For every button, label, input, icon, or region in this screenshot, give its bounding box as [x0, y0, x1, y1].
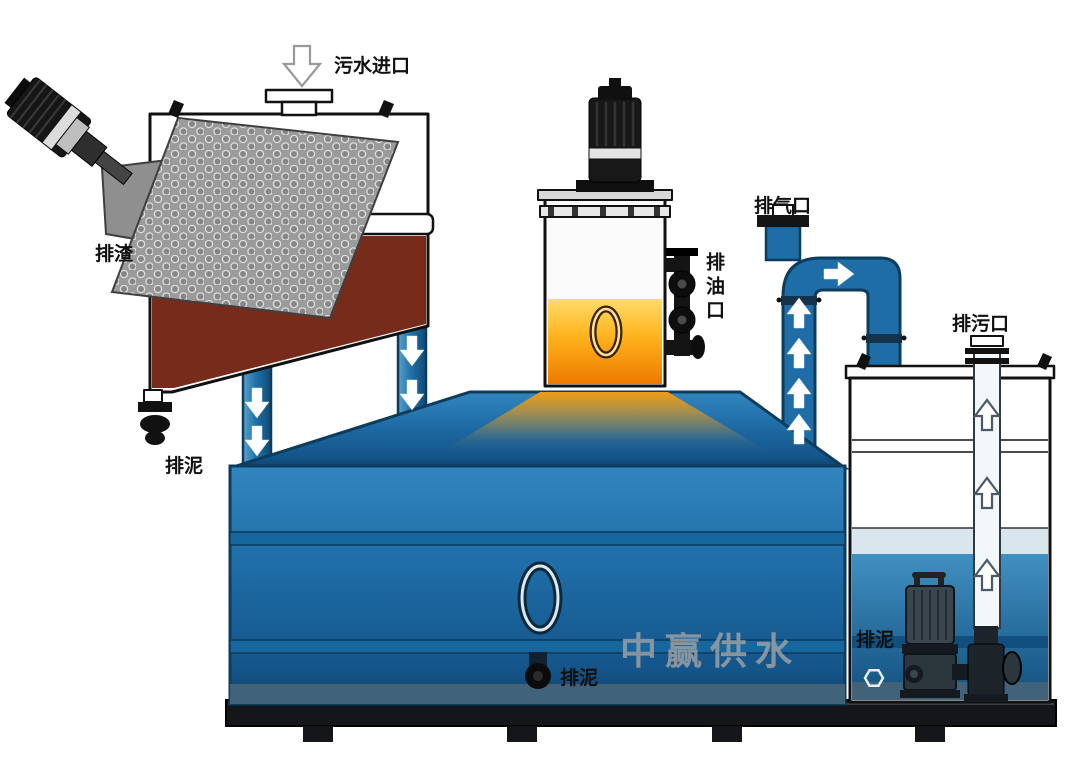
- vent-cap-flange: [757, 215, 809, 227]
- support-foot: [915, 726, 945, 742]
- check-valve-base: [964, 694, 1008, 702]
- inlet-flow-arrow: [281, 44, 323, 88]
- bottom-drain-stub: [529, 652, 547, 666]
- clean-tank-rim: [844, 364, 1056, 380]
- oil-nozzle-flange: [691, 335, 705, 359]
- motor-base: [576, 180, 654, 192]
- vent-stub: [764, 224, 802, 262]
- lifting-lug: [1037, 353, 1052, 370]
- lifting-lug: [856, 353, 871, 370]
- oil-layer: [548, 299, 662, 384]
- submersible-pump: [900, 572, 960, 698]
- flange-bolt: [901, 335, 907, 341]
- label-air-vent: 排气口: [754, 194, 811, 217]
- watermark-text: 中赢供水: [620, 630, 800, 673]
- pump-collar: [902, 644, 958, 654]
- pump-handle: [912, 572, 946, 578]
- flange-bolt: [861, 335, 867, 341]
- valve-hub: [677, 279, 687, 289]
- motor-knob: [609, 78, 621, 87]
- chain-link-emblem: [517, 561, 563, 635]
- drain-valve-knob: [145, 431, 165, 445]
- collar-bolt: [548, 207, 554, 216]
- motor-fins: [9, 79, 67, 139]
- flow-arrows: [244, 44, 1001, 592]
- oil-vessel: [537, 78, 705, 388]
- tank-ring-groove: [229, 531, 846, 546]
- oil-outlet-valves: [664, 248, 705, 359]
- bottom-drain-valve: [525, 652, 551, 689]
- oil-valve-flange: [666, 248, 698, 256]
- inlet-nozzle: [280, 100, 318, 117]
- support-foot: [507, 726, 537, 742]
- emblem-inner: [591, 307, 621, 357]
- hex-bolt-icon: [863, 668, 885, 688]
- inlet-flange: [264, 88, 334, 104]
- label-sewage-outlet: 排污口: [952, 312, 1009, 335]
- collar-bolt: [600, 207, 606, 216]
- oil-glow: [438, 392, 772, 454]
- perforated-screen: [110, 116, 400, 320]
- drain-valve-body: [140, 415, 170, 433]
- drain-valve-left: [138, 389, 172, 445]
- lifting-lug: [168, 100, 184, 118]
- motor-gearbox: [70, 130, 108, 167]
- motor-endcap: [4, 77, 33, 110]
- oil-vessel-motor: [576, 78, 654, 192]
- pump-inlet-hub: [910, 670, 918, 678]
- oil-nozzle-lower: [664, 340, 694, 355]
- screw-motor: [4, 77, 133, 186]
- pump-fins: [913, 590, 947, 640]
- chain-link-emblem-oil: [589, 305, 623, 359]
- drain-stub: [143, 389, 163, 403]
- pipe-flange-band: [866, 334, 902, 343]
- flange-bolt: [776, 297, 782, 303]
- pump-base: [900, 690, 960, 698]
- bottom-drain-hub: [533, 671, 543, 681]
- water-surface-band: [852, 528, 1048, 554]
- motor-cap: [598, 86, 632, 100]
- check-valve: [952, 626, 1022, 702]
- pump-handle-post: [938, 576, 944, 588]
- drain-flange: [138, 402, 172, 412]
- lifting-lug: [378, 100, 394, 118]
- labels: 污水进口 排渣 排泥 排油口 排气口 排污口 排泥 排泥: [95, 55, 1009, 689]
- check-valve-flange: [1002, 651, 1022, 685]
- label-sludge-right: 排泥: [856, 628, 894, 651]
- motor-band: [588, 147, 642, 160]
- discharge-pipe-cap: [970, 335, 1004, 347]
- emblem-inner: [520, 564, 560, 632]
- collar-bolt: [572, 207, 578, 216]
- screen-tank: [4, 77, 435, 445]
- motor-fins: [595, 102, 635, 146]
- label-sludge-center: 排泥: [560, 666, 598, 689]
- valve-top-connector: [974, 626, 998, 646]
- flange-bolt: [816, 297, 822, 303]
- pump-handle-post: [914, 576, 920, 588]
- tank-bottom-strip: [230, 684, 845, 704]
- pump-discharge-link: [952, 664, 972, 680]
- discharge-flange: [965, 358, 1009, 364]
- check-valve-body: [967, 643, 1005, 697]
- collar-bolt: [654, 207, 660, 216]
- label-sewage-inlet: 污水进口: [334, 55, 410, 77]
- support-foot: [303, 726, 333, 742]
- label-slag-outlet: 排渣: [95, 242, 134, 265]
- label-sludge-left: 排泥: [165, 454, 203, 477]
- main-tank: [228, 390, 850, 706]
- valve-hub: [677, 315, 687, 325]
- collar-bolt: [628, 207, 634, 216]
- discharge-flange: [965, 348, 1009, 354]
- label-oil-outlet: 排油口: [703, 251, 725, 324]
- support-foot: [712, 726, 742, 742]
